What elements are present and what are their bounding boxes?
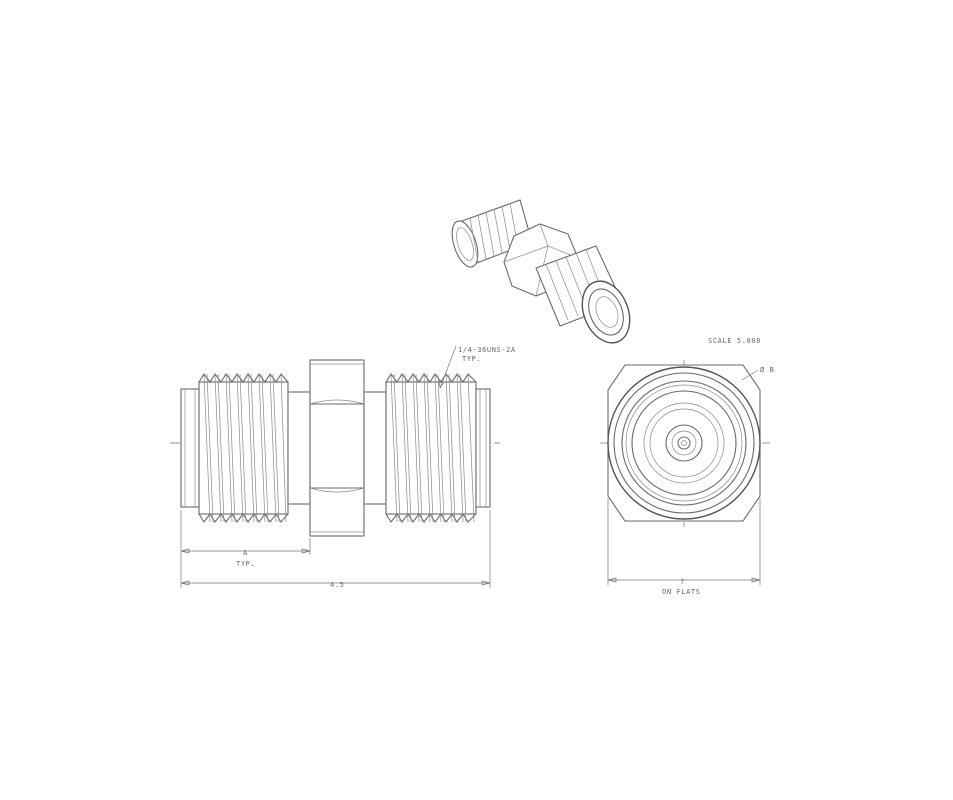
thread-callout-text: 1/4-36UNS-2A: [458, 346, 516, 354]
dimension-flats-note: ON FLATS: [662, 588, 701, 596]
dimension-across-flats: ? ON FLATS: [607, 577, 761, 596]
diameter-leader: [741, 369, 759, 381]
isometric-view: [451, 199, 631, 344]
dimension-body-typ: TYP.: [236, 560, 255, 568]
left-end-face: [180, 388, 200, 508]
dimension-body-value: A: [243, 549, 248, 557]
end-view: SCALE 5.000 Ø B ? ON FLATS: [600, 337, 774, 596]
thread-callout-leader: [439, 345, 457, 389]
dimension-flats-value: ?: [680, 578, 685, 586]
front-view: 1/4-36UNS-2A TYP. A TYP. 4.5: [170, 345, 516, 589]
left-threaded-barrel: [198, 373, 289, 523]
right-threaded-barrel: [385, 373, 477, 523]
dimension-overall-length: 4.5: [180, 580, 491, 589]
hex-nut: [309, 359, 365, 537]
right-thread-top: [385, 373, 477, 383]
hex-outline: [607, 364, 761, 522]
left-thread-bottom: [198, 513, 289, 523]
thread-callout-typ: TYP.: [462, 355, 481, 363]
diameter-callout: Ø B: [760, 366, 774, 374]
scale-label: SCALE 5.000: [708, 337, 761, 345]
left-thread-top: [198, 373, 289, 383]
iso-right-barrel: [535, 245, 631, 344]
dimension-overall-value: 4.5: [330, 581, 344, 589]
right-end-face: [475, 388, 491, 508]
dimension-body-length: A TYP.: [180, 548, 311, 568]
